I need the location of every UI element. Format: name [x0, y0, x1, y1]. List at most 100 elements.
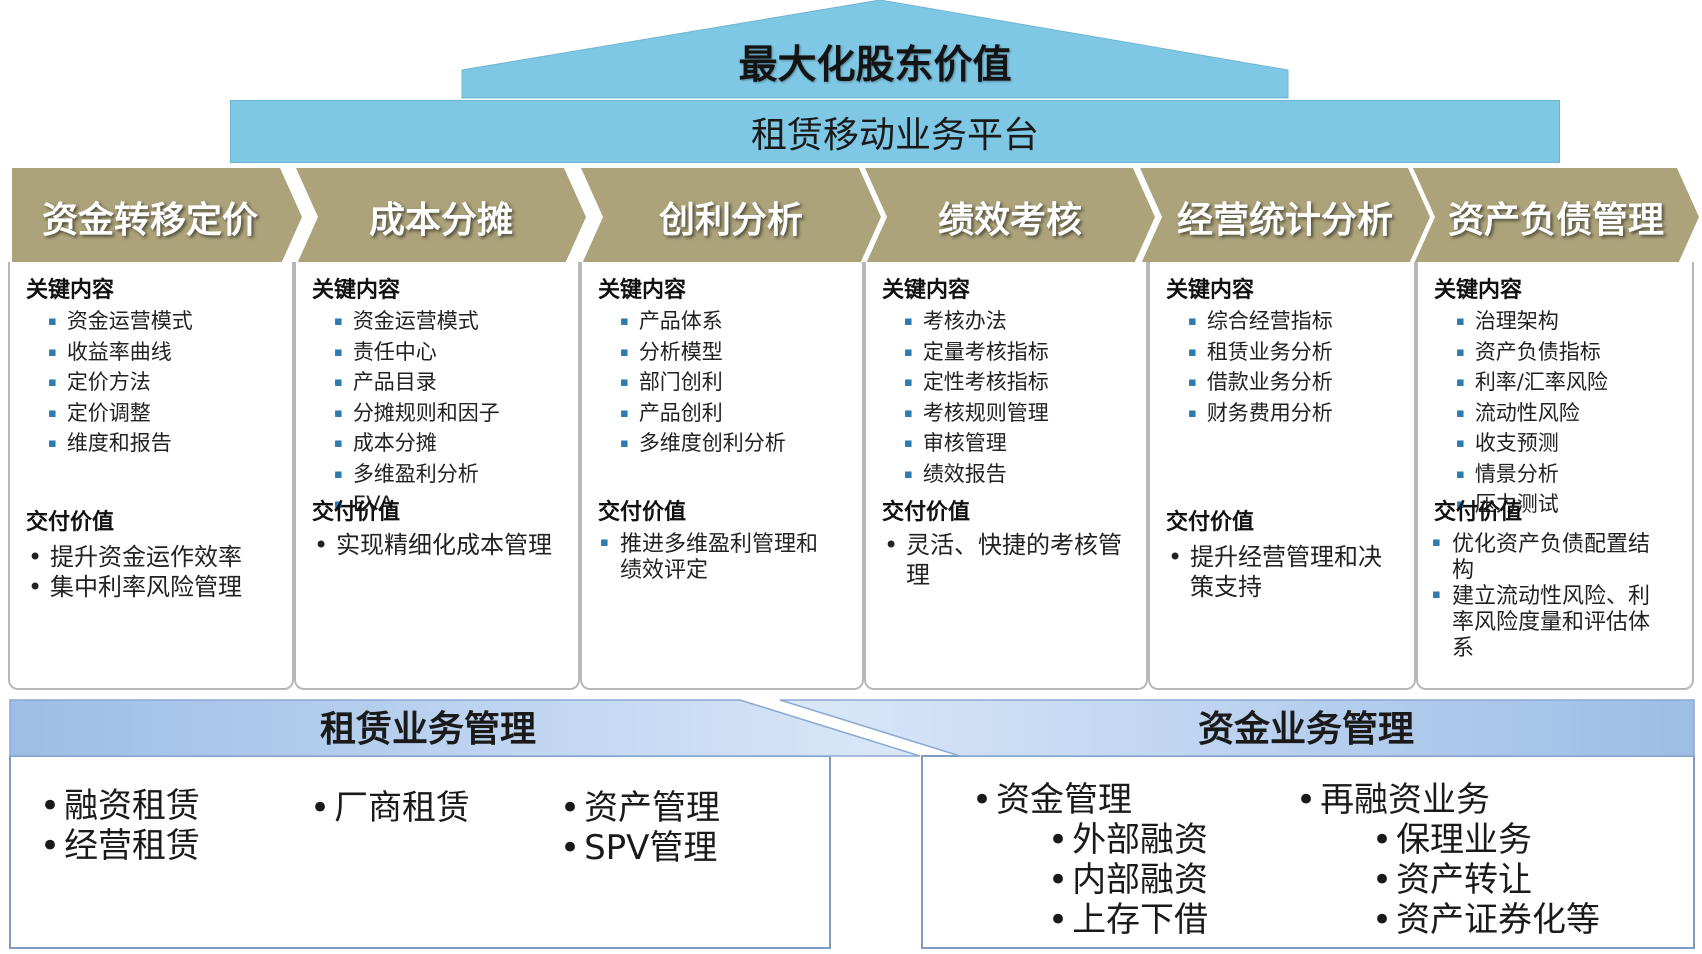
list-item: 建立流动性风险、利 — [1418, 582, 1650, 610]
delivery-value-list: 推进多维盈利管理和 绩效评定 — [586, 530, 818, 584]
list-item: 资产转让 — [1372, 860, 1600, 900]
list-item: 提升经营管理和决 — [1168, 542, 1382, 572]
roof-shape — [461, 0, 1289, 99]
funding-main-b: 再融资业务 — [1296, 780, 1490, 820]
list-item: 多维度创利分析 — [620, 430, 786, 461]
key-content-list: 治理架构 资产负债指标 利率/汇率风险 流动性风险 收支预测 情景分析 压力测试 — [1456, 308, 1608, 522]
leasing-items-c: 资产管理 SPV管理 — [560, 788, 720, 868]
delivery-value-label: 交付价值 — [1434, 500, 1523, 525]
module-header-ftp: 资金转移定价 — [12, 168, 302, 266]
delivery-value-label: 交付价值 — [598, 500, 687, 525]
list-item: 定价调整 — [48, 400, 193, 431]
list-item: 收支预测 — [1456, 430, 1608, 461]
module-title: 创利分析 — [658, 200, 803, 241]
list-item: 资产证券化等 — [1372, 900, 1600, 940]
delivery-value-label: 交付价值 — [1166, 510, 1255, 535]
list-item: 实现精细化成本管理 — [314, 530, 552, 560]
list-item: 产品目录 — [334, 369, 500, 400]
delivery-value-label: 交付价值 — [26, 510, 115, 535]
list-item: 内部融资 — [1048, 860, 1208, 900]
list-item: 定价方法 — [48, 369, 193, 400]
list-item: 租赁业务分析 — [1188, 339, 1333, 370]
leasing-items-b: 厂商租赁 — [310, 788, 470, 828]
list-item: 资金管理 — [972, 780, 1132, 820]
list-item-continued: 率风险度量和评估体 — [1452, 610, 1651, 635]
list-item: EVA — [334, 491, 500, 522]
list-item-continued: 绩效评定 — [620, 558, 709, 583]
list-item-continued: 系 — [1452, 636, 1475, 661]
list-item: 定量考核指标 — [904, 339, 1049, 370]
funding-subs-a: 外部融资 内部融资 上存下借 — [1048, 820, 1208, 940]
leasing-bar — [9, 699, 921, 757]
module-title: 资金转移定价 — [41, 200, 258, 241]
list-item: 借款业务分析 — [1188, 369, 1333, 400]
platform-banner: 租赁移动业务平台 — [230, 100, 1560, 163]
key-content-label: 关键内容 — [882, 278, 971, 303]
list-item: 资金运营模式 — [334, 308, 500, 339]
list-item: 分摊规则和因子 — [334, 400, 500, 431]
delivery-value-list: 实现精细化成本管理 — [314, 530, 552, 560]
module-title: 资产负债管理 — [1447, 200, 1664, 241]
list-item: 优化资产负债配置结 — [1418, 530, 1650, 558]
delivery-value-list: 灵活、快捷的考核管 理 — [884, 530, 1122, 590]
list-item: 综合经营指标 — [1188, 308, 1333, 339]
list-item: 外部融资 — [1048, 820, 1208, 860]
list-item: 分析模型 — [620, 339, 786, 370]
key-content-list: 资金运营模式 责任中心 产品目录 分摊规则和因子 成本分摊 多维盈利分析 EVA — [334, 308, 500, 522]
list-item: 成本分摊 — [334, 430, 500, 461]
key-content-label: 关键内容 — [598, 278, 687, 303]
list-item: 考核规则管理 — [904, 400, 1049, 431]
funding-main-a: 资金管理 — [972, 780, 1132, 820]
module-title: 经营统计分析 — [1176, 200, 1393, 241]
list-item: 融资租赁 — [40, 786, 200, 826]
page-title: 最大化股东价值 — [738, 43, 1012, 88]
list-item: 集中利率风险管理 — [28, 572, 242, 602]
key-content-label: 关键内容 — [312, 278, 401, 303]
module-panel-alm: 关键内容 治理架构 资产负债指标 利率/汇率风险 流动性风险 收支预测 情景分析… — [1416, 262, 1694, 690]
delivery-value-list: 提升经营管理和决 策支持 — [1168, 542, 1382, 602]
list-item: 考核办法 — [904, 308, 1049, 339]
list-item: 部门创利 — [620, 369, 786, 400]
list-item: 保理业务 — [1372, 820, 1600, 860]
module-header-performance: 绩效考核 — [865, 168, 1155, 266]
list-item: 财务费用分析 — [1188, 400, 1333, 431]
list-item-continued: 构 — [1452, 558, 1475, 583]
list-item: 厂商租赁 — [310, 788, 470, 828]
delivery-value-label: 交付价值 — [882, 500, 971, 525]
list-item: SPV管理 — [560, 828, 720, 868]
leasing-items-a: 融资租赁 经营租赁 — [40, 786, 200, 866]
list-item: 产品体系 — [620, 308, 786, 339]
module-title: 成本分摊 — [368, 200, 513, 241]
module-panel-cost: 关键内容 资金运营模式 责任中心 产品目录 分摊规则和因子 成本分摊 多维盈利分… — [294, 262, 580, 690]
list-item: 资金运营模式 — [48, 308, 193, 339]
key-content-label: 关键内容 — [1434, 278, 1523, 303]
module-title: 绩效考核 — [937, 200, 1082, 241]
list-item: 上存下借 — [1048, 900, 1208, 940]
module-header-cost: 成本分摊 — [296, 168, 586, 266]
list-item: 资产管理 — [560, 788, 720, 828]
list-item: 审核管理 — [904, 430, 1049, 461]
list-item: 资产负债指标 — [1456, 339, 1608, 370]
module-panel-profit: 关键内容 产品体系 分析模型 部门创利 产品创利 多维度创利分析 交付价值 推进… — [580, 262, 864, 690]
module-header-profit: 创利分析 — [581, 168, 881, 266]
list-item: 产品创利 — [620, 400, 786, 431]
key-content-list: 考核办法 定量考核指标 定性考核指标 考核规则管理 审核管理 绩效报告 — [904, 308, 1049, 491]
module-header-alm: 资产负债管理 — [1413, 168, 1699, 266]
funding-subs-b: 保理业务 资产转让 资产证券化等 — [1372, 820, 1600, 940]
leasing-title: 租赁业务管理 — [320, 709, 537, 750]
module-panel-ftp: 关键内容 资金运营模式 收益率曲线 定价方法 定价调整 维度和报告 交付价值 提… — [8, 262, 294, 690]
list-item: 推进多维盈利管理和 — [586, 530, 818, 558]
key-content-list: 资金运营模式 收益率曲线 定价方法 定价调整 维度和报告 — [48, 308, 193, 461]
list-item: 多维盈利分析 — [334, 461, 500, 492]
list-item: 定性考核指标 — [904, 369, 1049, 400]
list-item-continued: 策支持 — [1190, 573, 1262, 601]
list-item: 压力测试 — [1456, 491, 1608, 522]
list-item: 流动性风险 — [1456, 400, 1608, 431]
list-item: 情景分析 — [1456, 461, 1608, 492]
module-panel-statistics: 关键内容 综合经营指标 租赁业务分析 借款业务分析 财务费用分析 交付价值 提升… — [1148, 262, 1416, 690]
funding-bar — [779, 699, 1695, 757]
list-item: 经营租赁 — [40, 826, 200, 866]
list-item: 维度和报告 — [48, 430, 193, 461]
list-item: 收益率曲线 — [48, 339, 193, 370]
key-content-list: 产品体系 分析模型 部门创利 产品创利 多维度创利分析 — [620, 308, 786, 461]
